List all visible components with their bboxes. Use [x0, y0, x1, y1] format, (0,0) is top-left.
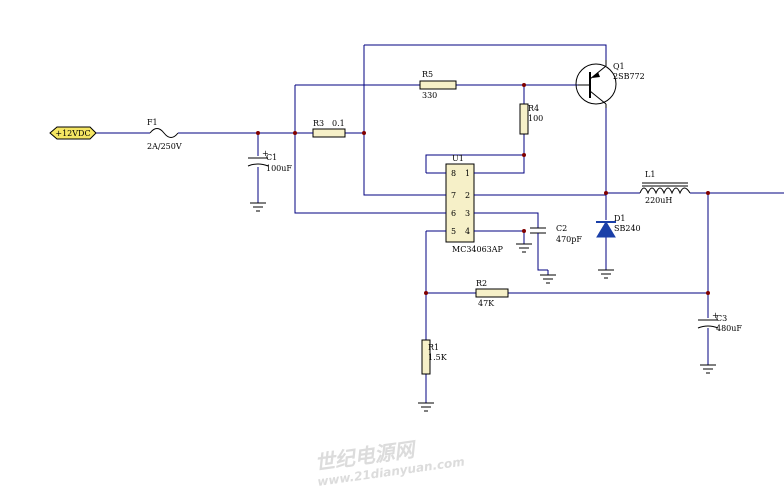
diode-d1: D1 SB240	[596, 214, 641, 279]
svg-text:5: 5	[451, 227, 456, 236]
c3-ref: C3	[716, 314, 727, 323]
r3-ref: R3	[313, 119, 324, 128]
transistor-q1: Q1 2SB772	[575, 60, 645, 108]
c1-ref: C1	[266, 153, 277, 162]
fuse-ref: F1	[147, 118, 158, 127]
ground-icon	[418, 402, 434, 412]
input-port-label: +12VDC	[55, 129, 90, 138]
c3-value: 480uF	[716, 324, 742, 333]
r1-ref: R1	[428, 343, 439, 352]
fuse-f1: F1 2A/250V	[147, 118, 182, 151]
ic-u1: 8 7 6 5 1 2 3 4 U1 MC34063AP	[426, 154, 504, 254]
svg-text:4: 4	[465, 227, 470, 236]
r5-value: 330	[422, 91, 437, 100]
svg-text:6: 6	[451, 209, 456, 218]
r4-value: 100	[528, 114, 543, 123]
svg-text:7: 7	[451, 191, 456, 200]
resistor-r1: R1 1.5K	[418, 339, 448, 412]
q1-ref: Q1	[613, 62, 625, 71]
ground-icon	[250, 202, 266, 212]
resistor-r2: R2 47K	[475, 279, 509, 308]
capacitor-c3: + C3 480uF	[697, 311, 742, 374]
wires	[96, 44, 784, 403]
resistor-r5: R5 330	[419, 70, 457, 100]
c2-ref: C2	[556, 224, 567, 233]
fuse-value: 2A/250V	[147, 142, 182, 151]
d1-value: SB240	[614, 224, 641, 233]
watermark: 世纪电源网 www.21dianyuan.com	[313, 437, 465, 489]
resistor-r3: R3 0.1	[305, 119, 346, 138]
svg-text:+: +	[712, 311, 719, 320]
r2-value: 47K	[478, 299, 495, 308]
ground-icon	[598, 269, 614, 279]
ground-icon	[540, 274, 556, 284]
c1-value: 100uF	[266, 164, 292, 173]
resistor-r4: R4 100	[519, 103, 543, 135]
svg-text:1: 1	[465, 169, 470, 178]
ground-icon	[516, 243, 532, 253]
r2-ref: R2	[476, 279, 487, 288]
svg-text:2: 2	[465, 191, 470, 200]
junctions	[256, 83, 710, 295]
capacitor-c1: + C1 100uF	[247, 149, 292, 212]
l1-ref: L1	[645, 170, 655, 179]
input-port: +12VDC	[49, 126, 97, 140]
l1-value: 220uH	[645, 196, 672, 205]
svg-text:3: 3	[465, 209, 470, 218]
d1-ref: D1	[614, 214, 626, 223]
svg-text:8: 8	[451, 169, 456, 178]
inductor-l1: L1 220uH	[639, 170, 691, 205]
ground-icon	[700, 364, 716, 374]
r1-value: 1.5K	[428, 353, 448, 362]
r3-value: 0.1	[332, 119, 345, 128]
capacitor-c2: C2 470pF	[530, 224, 582, 284]
u1-value: MC34063AP	[452, 245, 504, 254]
c2-value: 470pF	[556, 235, 582, 244]
q1-value: 2SB772	[613, 72, 645, 81]
r4-ref: R4	[528, 104, 539, 113]
u1-ref: U1	[452, 154, 464, 163]
svg-text:+: +	[262, 149, 269, 158]
r5-ref: R5	[422, 70, 433, 79]
